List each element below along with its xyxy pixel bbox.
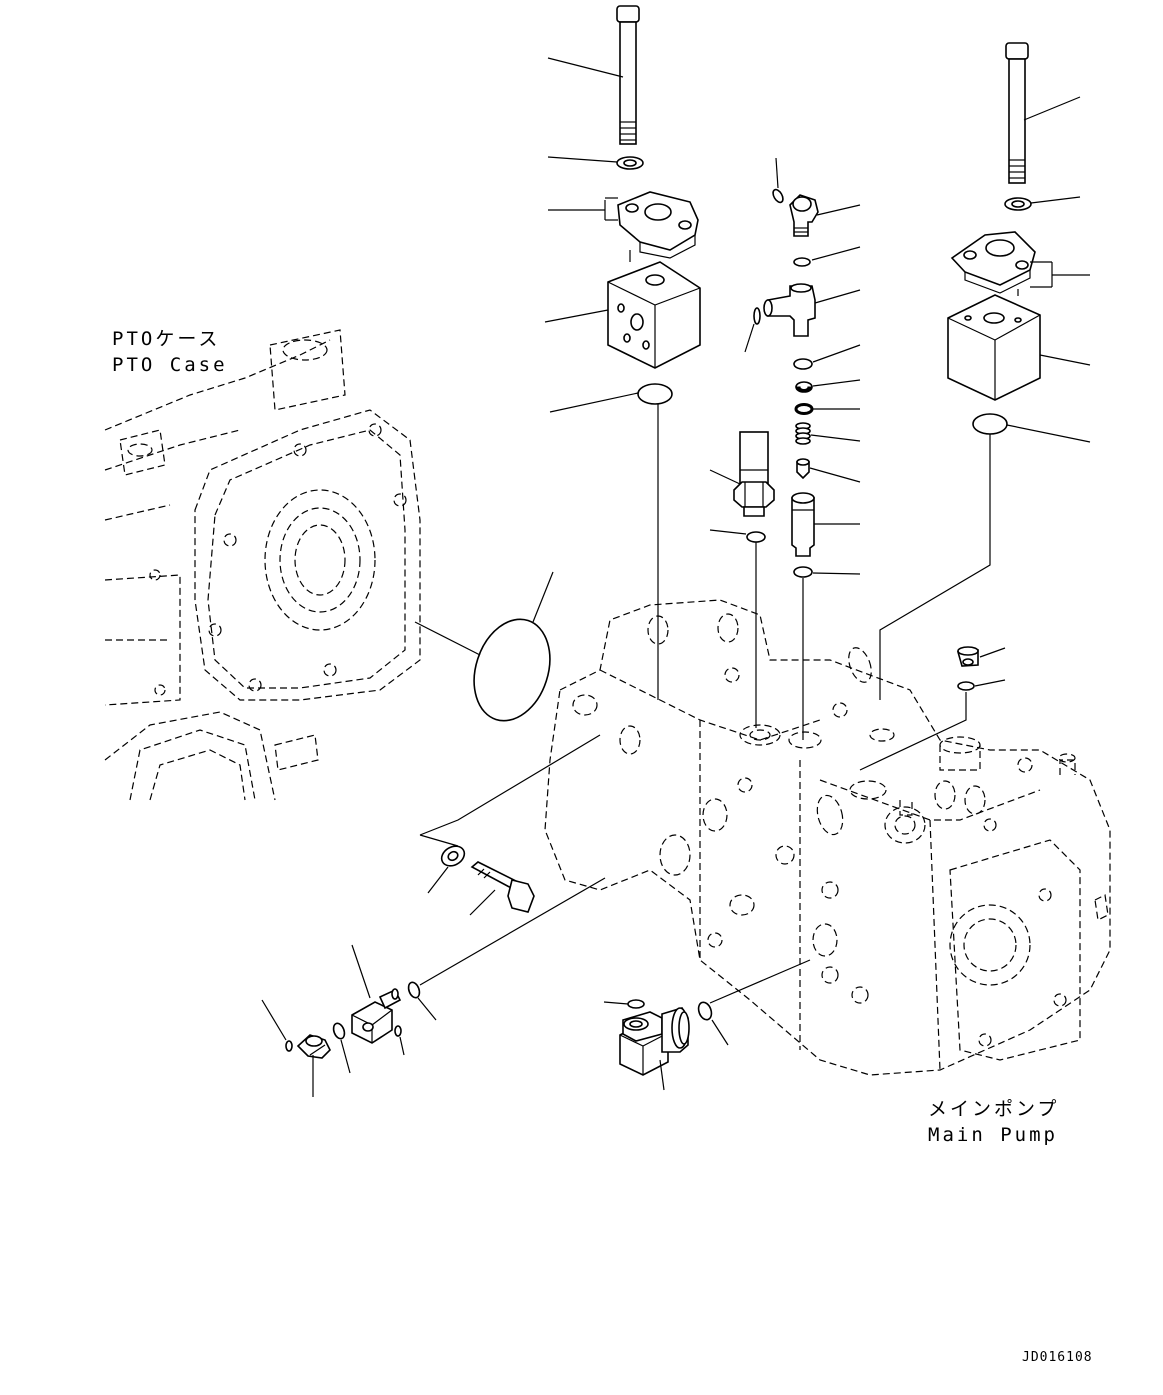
right-valve-stack [879, 42, 1041, 700]
plug-and-o-ring [859, 646, 1006, 771]
left-valve-stack [607, 5, 701, 700]
main-pump-label-jp: メインポンプ [928, 1098, 1060, 1120]
pto-case-label-jp: PTOケース [112, 328, 221, 350]
center-valve-column [709, 157, 861, 740]
pto-case-label-en: PTO Case [112, 354, 228, 376]
pto-case-drawing [104, 329, 421, 801]
main-pump-label-en: Main Pump [928, 1124, 1058, 1146]
main-pump-drawing [544, 599, 1111, 1076]
elbow-fitting-assembly [261, 877, 606, 1097]
drawing-code: JD016108 [1022, 1350, 1093, 1365]
sensor-elbow-fitting [603, 959, 811, 1091]
mounting-bolt-and-washer [419, 734, 601, 916]
large-o-ring [473, 618, 551, 722]
